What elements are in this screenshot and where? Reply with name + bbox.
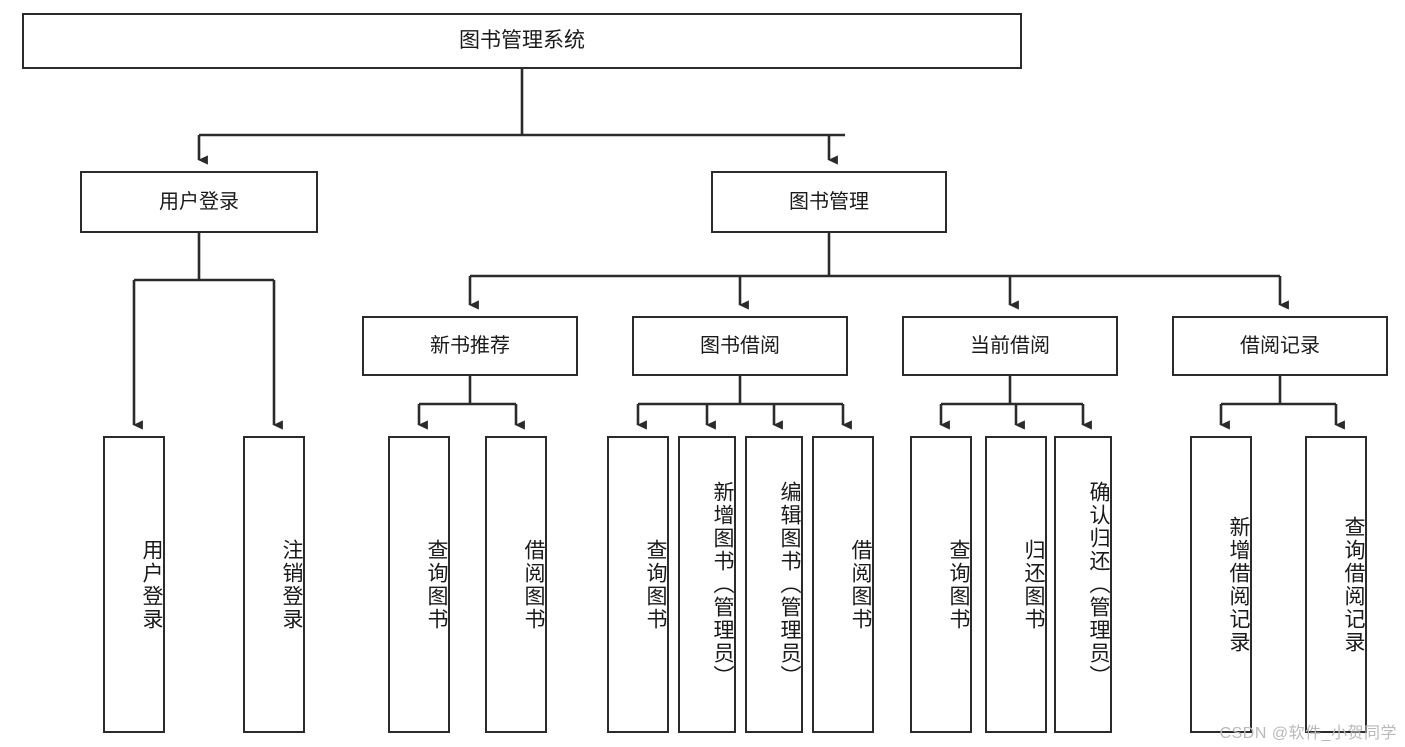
node-leaf-borrow-book-2[interactable]: 借阅图书 (812, 436, 874, 733)
node-label: 查询图书 (644, 538, 667, 631)
node-leaf-query-book-1[interactable]: 查询图书 (388, 436, 450, 733)
node-book-management[interactable]: 图书管理 (711, 171, 947, 233)
node-user-login[interactable]: 用户登录 (80, 171, 318, 233)
node-label: 查询借阅记录 (1342, 515, 1365, 654)
node-label: 新书推荐 (430, 334, 510, 357)
node-leaf-borrow-book-1[interactable]: 借阅图书 (485, 436, 547, 733)
node-leaf-return-book[interactable]: 归还图书 (985, 436, 1047, 733)
node-label: 图书管理 (789, 190, 869, 213)
node-current-borrow[interactable]: 当前借阅 (902, 316, 1118, 376)
node-leaf-add-book[interactable]: 新增图书（管理员） (678, 436, 736, 733)
node-label: 归还图书 (1022, 538, 1045, 631)
node-leaf-query-borrow-record[interactable]: 查询借阅记录 (1305, 436, 1367, 733)
node-label: 用户登录 (159, 190, 239, 213)
node-label: 借阅图书 (849, 538, 872, 631)
node-label: 新增借阅记录 (1227, 515, 1250, 654)
node-label: 图书借阅 (700, 334, 780, 357)
node-label: 图书管理系统 (459, 29, 585, 53)
node-leaf-edit-book[interactable]: 编辑图书（管理员） (745, 436, 803, 733)
node-root[interactable]: 图书管理系统 (22, 13, 1022, 69)
node-label: 确认归还（管理员） (1087, 481, 1110, 688)
node-book-borrow[interactable]: 图书借阅 (632, 316, 848, 376)
node-label: 用户登录 (140, 538, 163, 631)
node-borrow-record[interactable]: 借阅记录 (1172, 316, 1388, 376)
node-leaf-user-login[interactable]: 用户登录 (103, 436, 165, 733)
node-label: 查询图书 (425, 538, 448, 631)
node-leaf-user-logout[interactable]: 注销登录 (243, 436, 305, 733)
csdn-watermark: CSDN @软件_小贺同学 (1219, 725, 1397, 742)
node-label: 借阅记录 (1240, 334, 1320, 357)
node-label: 编辑图书（管理员） (778, 481, 801, 688)
node-leaf-add-borrow-record[interactable]: 新增借阅记录 (1190, 436, 1252, 733)
node-leaf-query-book-3[interactable]: 查询图书 (910, 436, 972, 733)
node-label: 查询图书 (947, 538, 970, 631)
node-label: 新增图书（管理员） (711, 481, 734, 688)
node-label: 注销登录 (280, 538, 303, 631)
node-new-book-recommend[interactable]: 新书推荐 (362, 316, 578, 376)
node-leaf-query-book-2[interactable]: 查询图书 (607, 436, 669, 733)
node-label: 当前借阅 (970, 334, 1050, 357)
node-label: 借阅图书 (522, 538, 545, 631)
node-leaf-confirm-return[interactable]: 确认归还（管理员） (1054, 436, 1112, 733)
